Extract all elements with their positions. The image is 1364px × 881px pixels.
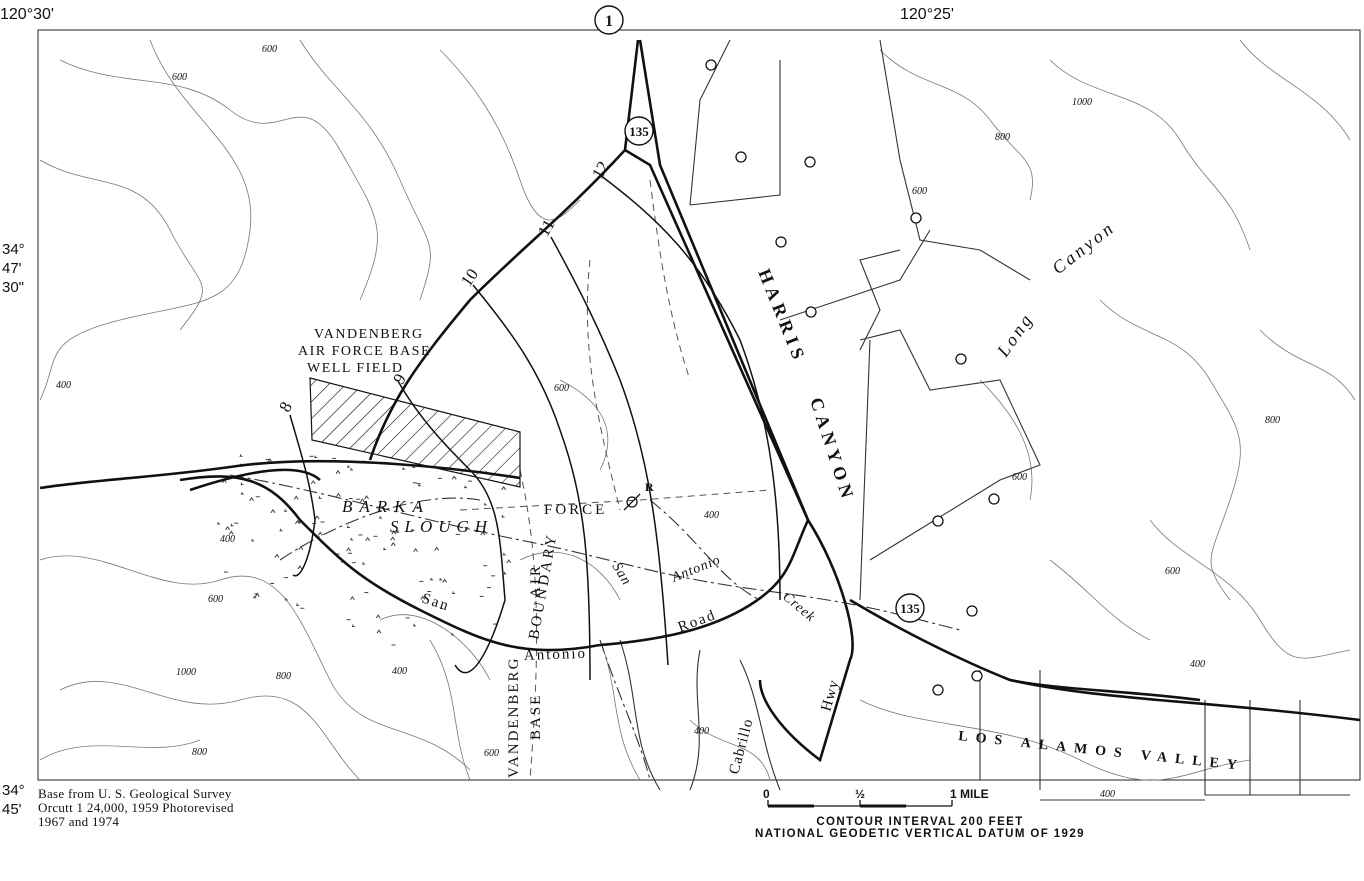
well-marker	[971, 670, 983, 682]
elevation-label: 400	[704, 510, 719, 521]
vandenberg-label: VANDENBERG	[506, 657, 522, 778]
water-level-label-12: 12	[588, 158, 613, 182]
elevation-label: 600	[1165, 566, 1180, 577]
elevation-label: 1000	[1072, 97, 1092, 108]
elevation-label: 400	[56, 380, 71, 391]
elevation-label: 600	[1012, 472, 1027, 483]
slough-label: SLOUGH	[390, 517, 493, 536]
longitude-label-center: 120°25'	[900, 6, 954, 23]
route-135-shield-south	[895, 593, 925, 623]
contour-note: CONTOUR INTERVAL 200 FEET NATIONAL GEODE…	[755, 816, 1085, 840]
well-marker	[910, 212, 922, 224]
well-marker	[955, 353, 967, 365]
well-field-area	[309, 377, 521, 488]
well-marker	[775, 236, 787, 248]
force-label: FORCE	[544, 502, 607, 518]
well-marker	[932, 684, 944, 696]
cabrillo-label: Cabrillo	[726, 717, 756, 776]
base-credit: Base from U. S. Geological Survey Orcutt…	[38, 786, 234, 829]
base-label: BASE	[528, 694, 544, 740]
well-field-label-line2: AIR FORCE BASE	[298, 344, 431, 359]
los-alamos-valley-label: LOS ALAMOS VALLEY	[958, 729, 1246, 774]
streams	[229, 474, 961, 781]
elevation-label: 600	[484, 748, 499, 759]
elevation-label: 600	[912, 186, 927, 197]
route-1-label: 1	[605, 13, 613, 30]
san-creek-label: San	[609, 560, 634, 588]
air-label: AIR	[528, 563, 544, 598]
elevation-label: 400	[1100, 789, 1115, 800]
elevation-label: 600	[554, 383, 569, 394]
latitude-label-bottom: 34° 45'	[2, 782, 25, 818]
contour-lines	[39, 39, 1356, 781]
water-level-label-10: 10	[457, 265, 482, 290]
water-level-label-8: 8	[275, 398, 296, 415]
elevation-label: 800	[276, 671, 291, 682]
well-field-label-line1: VANDENBERG	[314, 327, 424, 342]
elevation-label: 600	[208, 594, 223, 605]
elevation-label: 800	[192, 747, 207, 758]
well-marker	[804, 156, 816, 168]
long-canyon-label: Canyon	[1048, 217, 1119, 278]
scale-half-label: ½	[855, 787, 866, 801]
longitude-label-west: 120°30'	[0, 6, 54, 23]
road-label: Road	[676, 607, 719, 636]
long-label: Long	[992, 309, 1037, 361]
elevation-label: 400	[694, 726, 709, 737]
scale-mile-label: 1 MILE	[950, 787, 989, 801]
route-135-label-south: 135	[900, 601, 920, 616]
route-shields	[594, 5, 925, 623]
elevation-label: 800	[1265, 415, 1280, 426]
elevation-label: 1000	[176, 667, 196, 678]
elevation-label: 800	[995, 132, 1010, 143]
scale-bar	[767, 800, 953, 808]
well-marker	[966, 605, 978, 617]
latitude-label-middle: 34° 47' 30"	[2, 241, 25, 296]
route-1-shield	[594, 5, 624, 35]
local-roads	[619, 39, 1350, 801]
elevation-label: 600	[172, 72, 187, 83]
scale-zero-label: 0	[763, 787, 770, 801]
well-field-label-line3: WELL FIELD	[307, 361, 404, 376]
well-marker	[735, 151, 747, 163]
base-boundary-lines	[459, 179, 771, 781]
water-level-labels: 8 9 10 11 12	[275, 158, 613, 415]
route-135-shield-north	[624, 116, 654, 146]
barka-slough-marsh	[217, 454, 512, 646]
elevation-label: 400	[392, 666, 407, 677]
route-135-label-north: 135	[629, 124, 649, 139]
water-level-contours	[289, 174, 781, 681]
elevation-labels: 600 600 1000 800 600 400 600 400 800 600…	[56, 44, 1280, 800]
well-marker	[805, 306, 817, 318]
well-marker	[932, 515, 944, 527]
well-marker	[705, 59, 717, 71]
barka-label: BARKA	[342, 497, 430, 516]
elevation-label: 400	[220, 534, 235, 545]
elevation-label: 400	[1190, 659, 1205, 670]
harris-label: HARRIS	[754, 266, 810, 366]
elevation-label: 600	[262, 44, 277, 55]
aquifer-boundary	[39, 39, 1361, 763]
well-locations	[705, 59, 1000, 696]
antonio-road-label: Antonio	[524, 646, 588, 664]
well-marker	[988, 493, 1000, 505]
reference-point-marker	[623, 493, 641, 511]
canyon-label: CANYON	[806, 395, 859, 505]
antonio-creek-label: Antonio	[669, 553, 723, 587]
reference-point-label: R	[645, 480, 654, 494]
map-frame	[37, 29, 1361, 781]
